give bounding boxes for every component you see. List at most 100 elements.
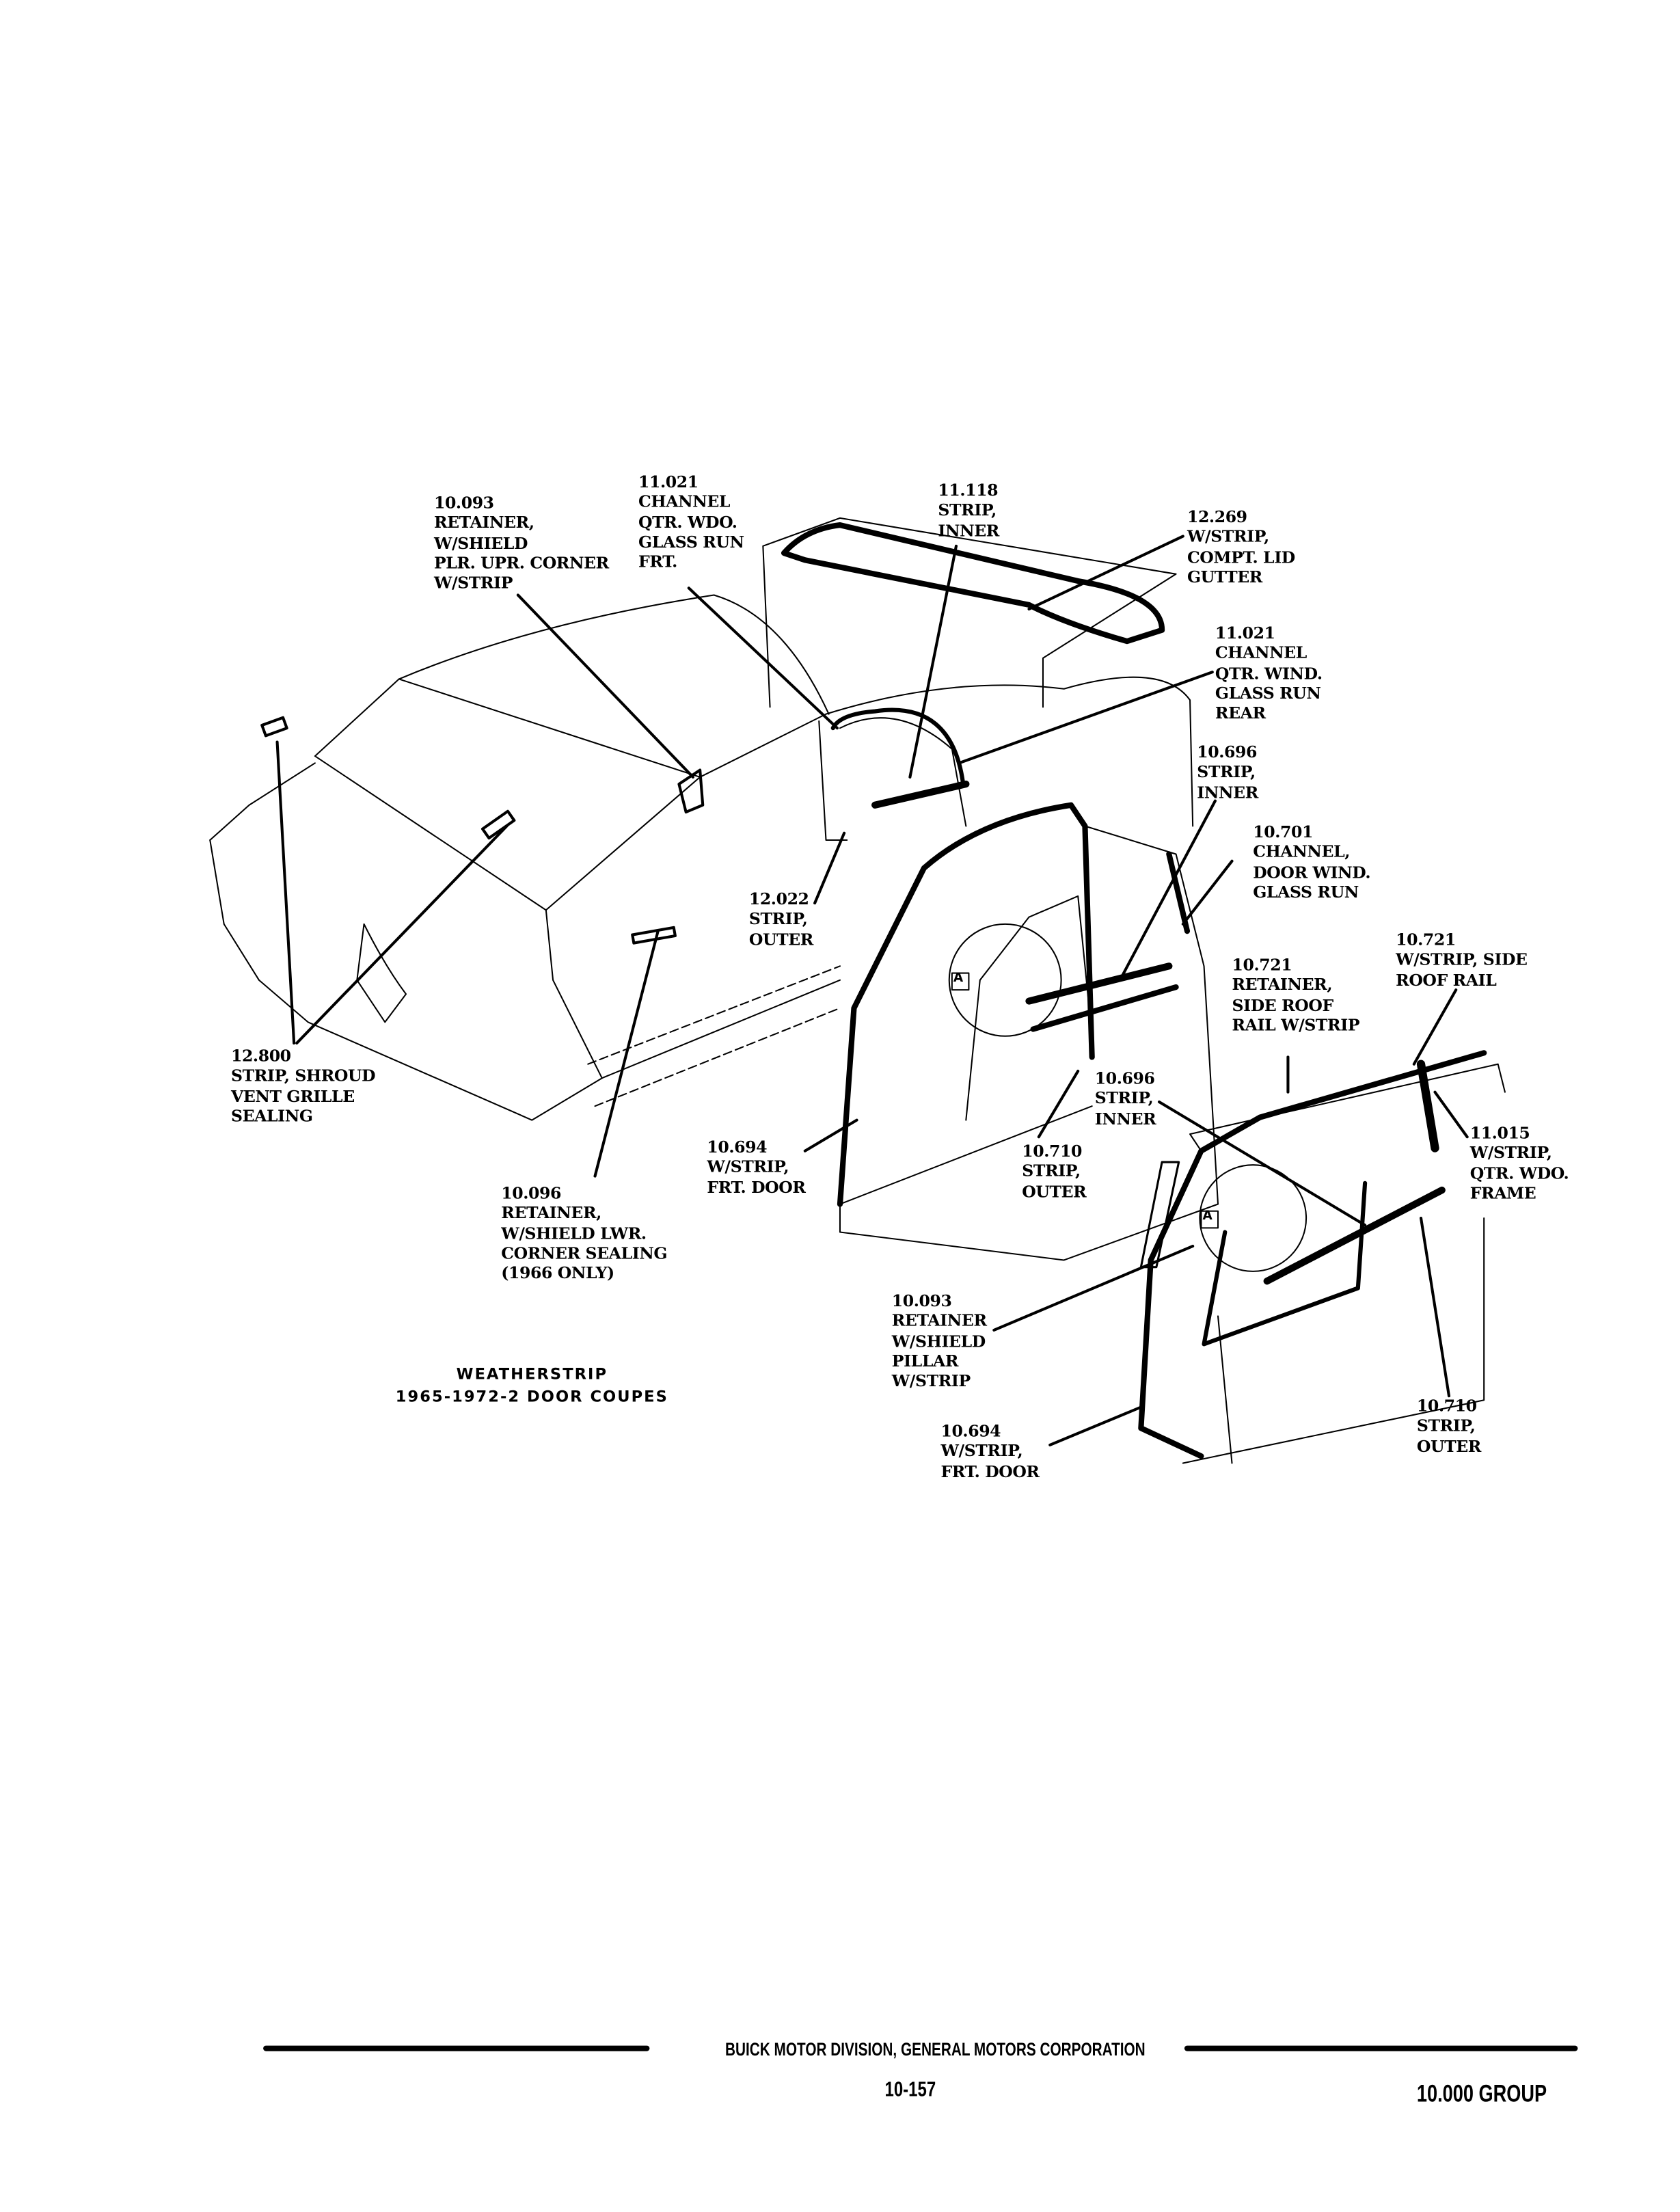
car-body-drawing <box>209 517 1194 1121</box>
part-number: 11.118 <box>938 480 999 500</box>
part-description: W/STRIP, <box>707 1157 789 1177</box>
part-description: REAR <box>1215 703 1266 723</box>
part-description: GLASS RUN <box>1253 882 1359 902</box>
part-description: W/SHIELD <box>433 532 528 553</box>
part-description: CHANNEL, <box>1253 841 1351 862</box>
part-description: QTR. WDO. <box>638 511 737 532</box>
part-description: W/SHIELD <box>891 1331 986 1351</box>
front-door-weatherstrip-1 <box>837 802 1095 1207</box>
part-number: 10.710 <box>1022 1141 1082 1161</box>
part-description: W/STRIP, SIDE <box>1396 949 1528 970</box>
door-1-inner-strip <box>1025 962 1173 1005</box>
part-description: QTR. WDO. <box>1469 1163 1569 1183</box>
part-number: 10.096 <box>501 1183 561 1203</box>
part-description: INNER <box>1197 782 1258 802</box>
part-description: CORNER SEALING <box>501 1243 668 1263</box>
part-number: 10.696 <box>1197 742 1257 762</box>
part-description: DOOR WIND. <box>1253 861 1371 882</box>
part-number: 10.093 <box>433 493 494 513</box>
part-description: W/STRIP, <box>1187 526 1269 547</box>
part-description: STRIP, <box>1094 1088 1154 1108</box>
part-number: 10.694 <box>940 1421 1001 1441</box>
part-description: W/STRIP, <box>1469 1143 1552 1163</box>
part-description: OUTER <box>1022 1181 1087 1201</box>
part-description: PILLAR <box>891 1351 959 1371</box>
part-description: COMPT. LID <box>1187 547 1295 567</box>
part-number: 12.269 <box>1187 507 1247 527</box>
part-description: RETAINER, <box>501 1203 601 1223</box>
part-description: RAIL W/STRIP <box>1232 1014 1360 1035</box>
leader-lines <box>275 535 1469 1446</box>
qtr-window-channel <box>830 707 966 787</box>
part-description: RETAINER, <box>433 513 534 532</box>
compt-lid-weatherstrip <box>781 522 1165 645</box>
part-description: INNER <box>1094 1108 1156 1129</box>
part-description: GLASS RUN <box>1215 683 1321 703</box>
detail-marker-a-2: A <box>1202 1209 1212 1224</box>
part-number: 10.694 <box>707 1137 768 1157</box>
part-description: W/STRIP <box>433 573 513 593</box>
part-description: STRIP, <box>1022 1161 1081 1181</box>
footer-page-number: 10-157 <box>884 2077 936 2102</box>
diagram-subtitle: 1965-1972-2 DOOR COUPES <box>395 1387 668 1406</box>
part-description: SEALING <box>230 1105 313 1126</box>
footer-group: 10.000 GROUP <box>1416 2080 1547 2107</box>
part-number: 12.800 <box>230 1046 291 1066</box>
part-description: SIDE ROOF <box>1232 995 1334 1015</box>
part-description: FRT. <box>638 552 677 572</box>
part-description: W/STRIP, <box>940 1441 1023 1461</box>
part-number: 10.696 <box>1094 1068 1155 1088</box>
part-description: STRIP, <box>938 500 997 520</box>
part-description: CHANNEL <box>1215 643 1307 663</box>
footer-publisher: BUICK MOTOR DIVISION, GENERAL MOTORS COR… <box>725 2038 1146 2060</box>
part-description: FRT. DOOR <box>940 1461 1040 1481</box>
part-number: 11.015 <box>1469 1122 1530 1143</box>
part-description: INNER <box>938 520 999 540</box>
part-description: W/STRIP <box>891 1371 971 1391</box>
front-door-weatherstrip-2 <box>1138 1050 1487 1459</box>
part-description: PLR. UPR. CORNER <box>433 552 609 573</box>
detail-marker-a: A <box>953 971 964 986</box>
part-description: STRIP, <box>1416 1416 1476 1436</box>
part-number: 12.022 <box>748 889 809 909</box>
part-description: GLASS RUN <box>638 532 744 552</box>
door-1-outer-strip <box>1030 984 1179 1032</box>
part-description: FRT. DOOR <box>707 1176 806 1197</box>
diagram-title: WEATHERSTRIP <box>456 1365 608 1384</box>
part-description: RETAINER, <box>1232 975 1333 995</box>
part-description: (1966 ONLY) <box>501 1263 614 1283</box>
part-description: STRIP, <box>748 908 808 929</box>
part-number: 10.721 <box>1232 954 1292 975</box>
part-description: STRIP, <box>1197 761 1256 782</box>
retainer-parts <box>260 716 705 945</box>
door-1-outline <box>839 825 1219 1261</box>
part-description: OUTER <box>1416 1435 1482 1456</box>
part-description: FRAME <box>1469 1183 1536 1203</box>
part-description: STRIP, SHROUD <box>230 1066 376 1086</box>
part-description: VENT GRILLE <box>230 1085 355 1106</box>
part-description: OUTER <box>748 929 814 949</box>
part-number: 11.021 <box>638 472 699 491</box>
part-number: 10.710 <box>1416 1396 1477 1416</box>
part-description: QTR. WIND. <box>1215 663 1323 683</box>
door-2-outer-strip <box>1263 1186 1446 1285</box>
qtr-strip-inner <box>871 780 970 809</box>
part-description: GUTTER <box>1187 567 1262 587</box>
